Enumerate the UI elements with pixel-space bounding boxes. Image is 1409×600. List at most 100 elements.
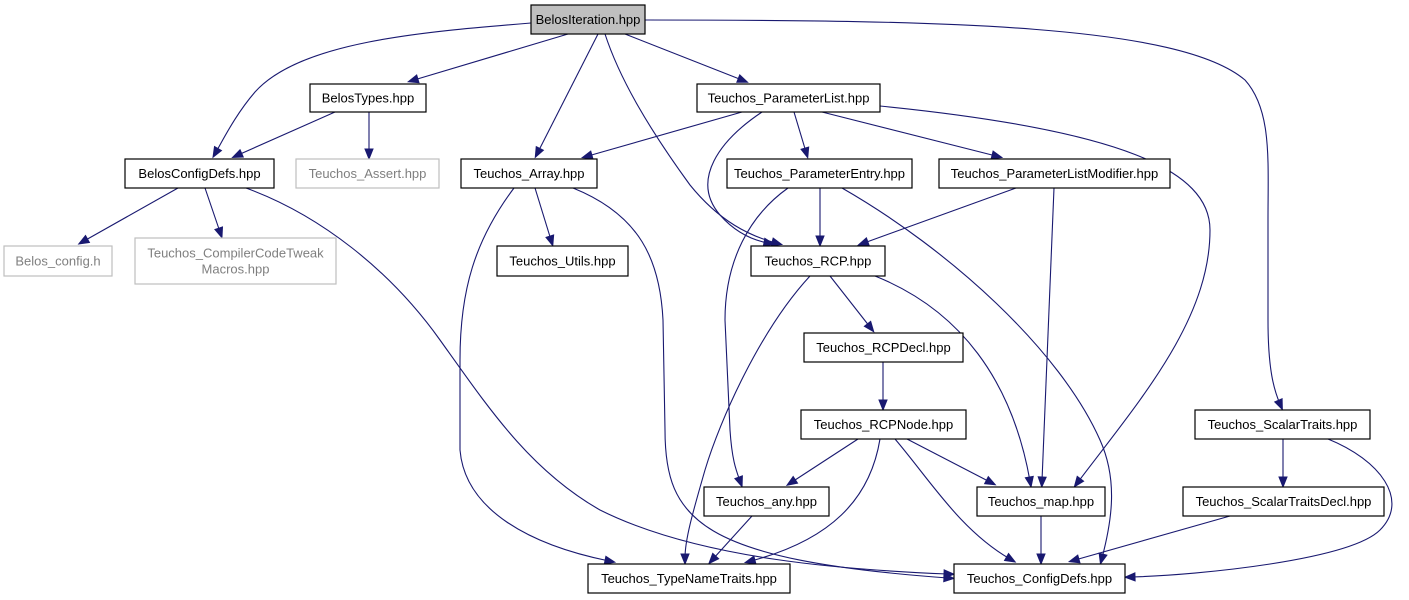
- arrowhead-icon: [1024, 475, 1034, 489]
- edge-line: [712, 515, 753, 560]
- node-box: [750, 245, 886, 277]
- node-box: [134, 237, 337, 285]
- arrowhead-icon: [990, 150, 1004, 160]
- edge-teuchos-rcp-to-teuchos-map: [874, 275, 1034, 489]
- node-teuchos-config-defs[interactable]: Teuchos_ConfigDefs.hpp: [953, 563, 1126, 594]
- node-teuchos-scalar-traits[interactable]: Teuchos_ScalarTraits.hpp: [1194, 409, 1371, 440]
- arrowhead-icon: [878, 399, 888, 412]
- node-teuchos-scalar-traits-decl[interactable]: Teuchos_ScalarTraitsDecl.hpp: [1182, 486, 1385, 517]
- arrowhead-icon: [1273, 397, 1283, 411]
- arrowhead-icon: [1278, 476, 1288, 489]
- edge-belos-iteration-to-belos-config-defs: [212, 22, 532, 159]
- edge-line: [879, 105, 1211, 483]
- edge-belos-types-to-teuchos-assert: [364, 112, 374, 161]
- arrowhead-icon: [214, 226, 224, 239]
- node-teuchos-rcp[interactable]: Teuchos_RCP.hpp: [750, 245, 886, 277]
- edge-line: [413, 33, 569, 81]
- node-teuchos-any[interactable]: Teuchos_any.hpp: [703, 486, 830, 517]
- edge-line: [707, 111, 769, 244]
- edge-teuchos-rcp-node-to-teuchos-any: [785, 438, 859, 487]
- arrowhead-icon: [406, 74, 420, 84]
- node-label: BelosIteration.hpp: [536, 12, 641, 27]
- arrowhead-icon: [1067, 554, 1081, 564]
- arrowhead-icon: [1073, 475, 1085, 488]
- edge-line: [587, 111, 743, 157]
- edge-line: [537, 33, 599, 153]
- node-teuchos-utils[interactable]: Teuchos_Utils.hpp: [496, 245, 629, 277]
- edge-line: [874, 275, 1031, 482]
- edge-line: [534, 187, 552, 241]
- node-belos-types[interactable]: BelosTypes.hpp: [309, 83, 427, 113]
- node-label: Teuchos_ParameterListModifier.hpp: [951, 166, 1158, 181]
- node-box: [530, 4, 646, 35]
- node-label: Teuchos_ScalarTraits.hpp: [1208, 417, 1358, 432]
- node-box: [1182, 486, 1385, 517]
- edge-line: [724, 187, 789, 482]
- node-box: [587, 563, 791, 594]
- node-teuchos-parameter-entry[interactable]: Teuchos_ParameterEntry.hpp: [726, 158, 913, 189]
- arrowhead-icon: [785, 475, 799, 487]
- edge-teuchos-rcp-node-to-teuchos-config-defs: [894, 438, 1017, 563]
- edge-belos-types-to-belos-config-defs: [231, 111, 336, 158]
- edge-teuchos-array-to-teuchos-utils: [534, 187, 555, 248]
- node-teuchos-type-name-traits[interactable]: Teuchos_TypeNameTraits.hpp: [587, 563, 791, 594]
- node-label: Teuchos_RCPNode.hpp: [814, 417, 953, 432]
- node-teuchos-rcp-node[interactable]: Teuchos_RCPNode.hpp: [800, 409, 967, 440]
- edge-teuchos-parameter-list-to-teuchos-rcp: [707, 111, 776, 247]
- node-belos-config-defs[interactable]: BelosConfigDefs.hpp: [124, 158, 275, 189]
- edge-teuchos-parameter-list-modifier-to-teuchos-rcp: [857, 187, 1017, 246]
- edges-layer: [77, 19, 1393, 583]
- node-label: BelosTypes.hpp: [322, 91, 415, 106]
- arrowhead-icon: [364, 148, 374, 161]
- edge-belos-iteration-to-teuchos-parameter-list: [624, 33, 749, 83]
- edge-line: [841, 187, 1113, 559]
- arrowhead-icon: [815, 235, 825, 248]
- arrowhead-icon: [212, 145, 223, 159]
- edge-line: [644, 19, 1281, 405]
- arrowhead-icon: [734, 475, 743, 488]
- node-belos-config-h[interactable]: Belos_config.h: [3, 245, 113, 277]
- node-box: [953, 563, 1126, 594]
- edge-teuchos-scalar-traits-to-teuchos-scalar-traits-decl: [1278, 439, 1288, 489]
- edge-line: [906, 438, 991, 483]
- node-box: [696, 83, 881, 113]
- edge-belos-iteration-to-belos-types: [406, 33, 569, 84]
- edge-line: [684, 275, 811, 559]
- node-box: [800, 409, 967, 440]
- edge-line: [793, 111, 807, 153]
- edge-belos-iteration-to-teuchos-rcp: [604, 33, 784, 247]
- arrowhead-icon: [800, 146, 810, 160]
- node-label: Teuchos_map.hpp: [988, 494, 1094, 509]
- node-teuchos-array[interactable]: Teuchos_Array.hpp: [460, 158, 598, 189]
- node-teuchos-parameter-list[interactable]: Teuchos_ParameterList.hpp: [696, 83, 881, 113]
- node-teuchos-map[interactable]: Teuchos_map.hpp: [976, 486, 1106, 517]
- arrowhead-icon: [762, 237, 776, 247]
- arrowhead-icon: [545, 234, 555, 248]
- edge-line: [821, 111, 997, 157]
- node-box: [496, 245, 629, 277]
- node-belos-iteration[interactable]: BelosIteration.hpp: [530, 4, 646, 35]
- edge-teuchos-parameter-list-to-teuchos-map: [879, 105, 1211, 488]
- edge-line: [791, 438, 859, 483]
- arrowhead-icon: [708, 552, 720, 565]
- edge-line: [572, 187, 949, 579]
- edge-teuchos-scalar-traits-decl-to-teuchos-config-defs: [1067, 515, 1231, 564]
- node-teuchos-assert[interactable]: Teuchos_Assert.hpp: [295, 158, 440, 189]
- arrowhead-icon: [1037, 476, 1047, 489]
- edge-line: [237, 111, 336, 156]
- edge-teuchos-parameter-entry-to-teuchos-any: [724, 187, 789, 488]
- node-label: Teuchos_TypeNameTraits.hpp: [601, 571, 777, 586]
- node-label: Teuchos_Assert.hpp: [309, 166, 427, 181]
- node-box: [309, 83, 427, 113]
- arrowhead-icon: [1036, 553, 1046, 566]
- node-box: [976, 486, 1106, 517]
- edge-teuchos-parameter-list-to-teuchos-array: [580, 111, 743, 160]
- node-teuchos-rcp-decl[interactable]: Teuchos_RCPDecl.hpp: [803, 332, 964, 363]
- arrowhead-icon: [231, 148, 245, 158]
- nodes-layer: BelosIteration.hppBelosTypes.hppBelosCon…: [3, 4, 1385, 594]
- node-box: [124, 158, 275, 189]
- arrowhead-icon: [1003, 552, 1017, 563]
- node-teuchos-parameter-list-modifier[interactable]: Teuchos_ParameterListModifier.hpp: [938, 158, 1171, 189]
- node-label: Teuchos_Array.hpp: [473, 166, 584, 181]
